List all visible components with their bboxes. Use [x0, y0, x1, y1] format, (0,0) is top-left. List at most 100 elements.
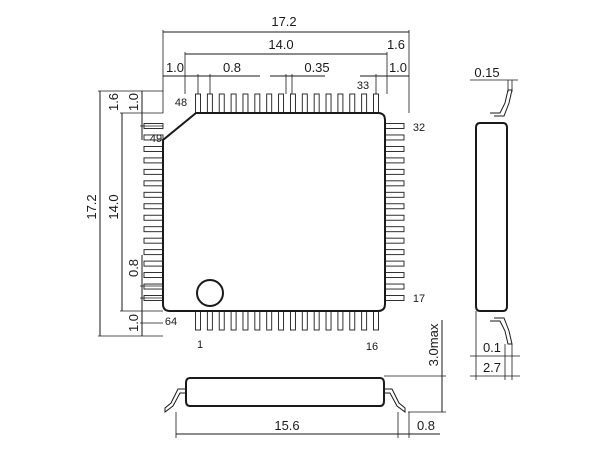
lead-left: [143, 203, 164, 210]
pin-number-49: 49: [150, 133, 162, 145]
lead-top: [242, 93, 249, 114]
lead-bottom: [278, 310, 285, 331]
pin-number-32: 32: [413, 122, 425, 134]
dim-lead-edge-left-top: 1.0: [166, 60, 184, 75]
lead-bottom: [349, 310, 356, 331]
lead-left: [143, 226, 164, 233]
dim-height-total: 17.2: [84, 194, 99, 219]
lead-top: [230, 93, 237, 114]
lead-top: [218, 93, 225, 114]
dim-bottom-length: 15.6: [274, 418, 299, 433]
dim-lead-length: 0.8: [417, 418, 435, 433]
lead-top: [301, 93, 308, 114]
lead-top: [349, 93, 356, 114]
dim-lead-edge-right-inner: 1.0: [389, 60, 407, 75]
lead-right: [384, 157, 405, 164]
lead-right: [384, 260, 405, 267]
lead-bottom: [218, 310, 225, 331]
lead-bottom: [195, 310, 201, 331]
lead-left: [143, 168, 164, 175]
pin-number-48: 48: [175, 97, 187, 109]
lead-left: [143, 272, 164, 279]
lead-top: [289, 93, 296, 114]
dim-side-depth: 2.7: [483, 360, 501, 375]
lead-top: [325, 93, 332, 114]
top-dimension-lines: [163, 31, 409, 77]
lead-left: [143, 260, 164, 267]
lead-left: [143, 237, 164, 244]
lead-bottom: [313, 310, 320, 331]
chip-body: [162, 112, 386, 312]
lead-top: [266, 93, 273, 114]
lead-top: [206, 93, 213, 114]
lead-right: [384, 272, 405, 279]
dim-width-total: 17.2: [271, 14, 296, 29]
lead-bottom: [373, 310, 379, 331]
dim-lead-edge-right-top: 1.6: [387, 37, 405, 52]
lead-bottom: [337, 310, 344, 331]
lead-right: [384, 226, 405, 233]
left-leads: [143, 123, 164, 301]
side-view-gullwing-top: [490, 89, 513, 117]
lead-top: [337, 93, 344, 114]
lead-bottom: [266, 310, 273, 331]
top-leads: [195, 93, 379, 114]
lead-left: [143, 145, 164, 152]
lead-right: [384, 145, 405, 152]
dim-height-pitch: 0.8: [126, 259, 141, 277]
lead-right: [384, 295, 405, 301]
lead-right: [384, 191, 405, 198]
dim-height-edge-top-inner: 1.0: [126, 93, 141, 111]
lead-left: [143, 283, 164, 290]
lead-right: [384, 214, 405, 221]
lead-right: [384, 283, 405, 290]
front-view-dimension-lines: [175, 320, 446, 438]
top-extension-lines: [162, 30, 410, 113]
lead-left: [143, 214, 164, 221]
front-view-body: [185, 377, 385, 407]
lead-bottom: [242, 310, 249, 331]
dim-pitch: 0.8: [223, 60, 241, 75]
pin-number-1: 1: [197, 339, 203, 351]
side-view-gullwing-bottom: [490, 317, 513, 345]
lead-top: [361, 93, 368, 114]
lead-top: [195, 93, 201, 114]
lead-left: [143, 180, 164, 187]
bottom-leads: [195, 310, 379, 331]
dim-standoff: 0.1: [483, 340, 501, 355]
front-view-gullwing-right: [384, 388, 406, 413]
dim-height-edge-top-outer: 1.6: [106, 93, 121, 111]
lead-left: [143, 134, 164, 141]
pin-number-64: 64: [165, 316, 177, 328]
lead-right: [384, 180, 405, 187]
lead-top: [278, 93, 285, 114]
lead-top: [254, 93, 261, 114]
lead-right: [384, 203, 405, 210]
lead-bottom: [361, 310, 368, 331]
lead-bottom: [301, 310, 308, 331]
lead-left: [143, 157, 164, 164]
right-leads: [384, 123, 405, 301]
lead-left: [143, 191, 164, 198]
pin-number-33: 33: [357, 80, 369, 92]
pin-number-16: 16: [366, 341, 378, 353]
pin1-marker: [196, 279, 224, 307]
front-view-gullwing-left: [164, 388, 186, 413]
lead-right: [384, 134, 405, 141]
dim-lead-width: 0.35: [304, 60, 329, 75]
left-dimension-lines: [99, 91, 143, 336]
lead-right: [384, 249, 405, 256]
lead-top: [373, 93, 379, 114]
lead-bottom: [254, 310, 261, 331]
left-extension-lines: [98, 90, 163, 337]
side-view-body: [475, 122, 508, 312]
lead-right: [384, 123, 405, 129]
pin-number-17: 17: [413, 293, 425, 305]
side-view-dimension-lines: [470, 79, 520, 380]
lead-top: [313, 93, 320, 114]
lead-bottom: [206, 310, 213, 331]
lead-left: [143, 249, 164, 256]
lead-bottom: [289, 310, 296, 331]
